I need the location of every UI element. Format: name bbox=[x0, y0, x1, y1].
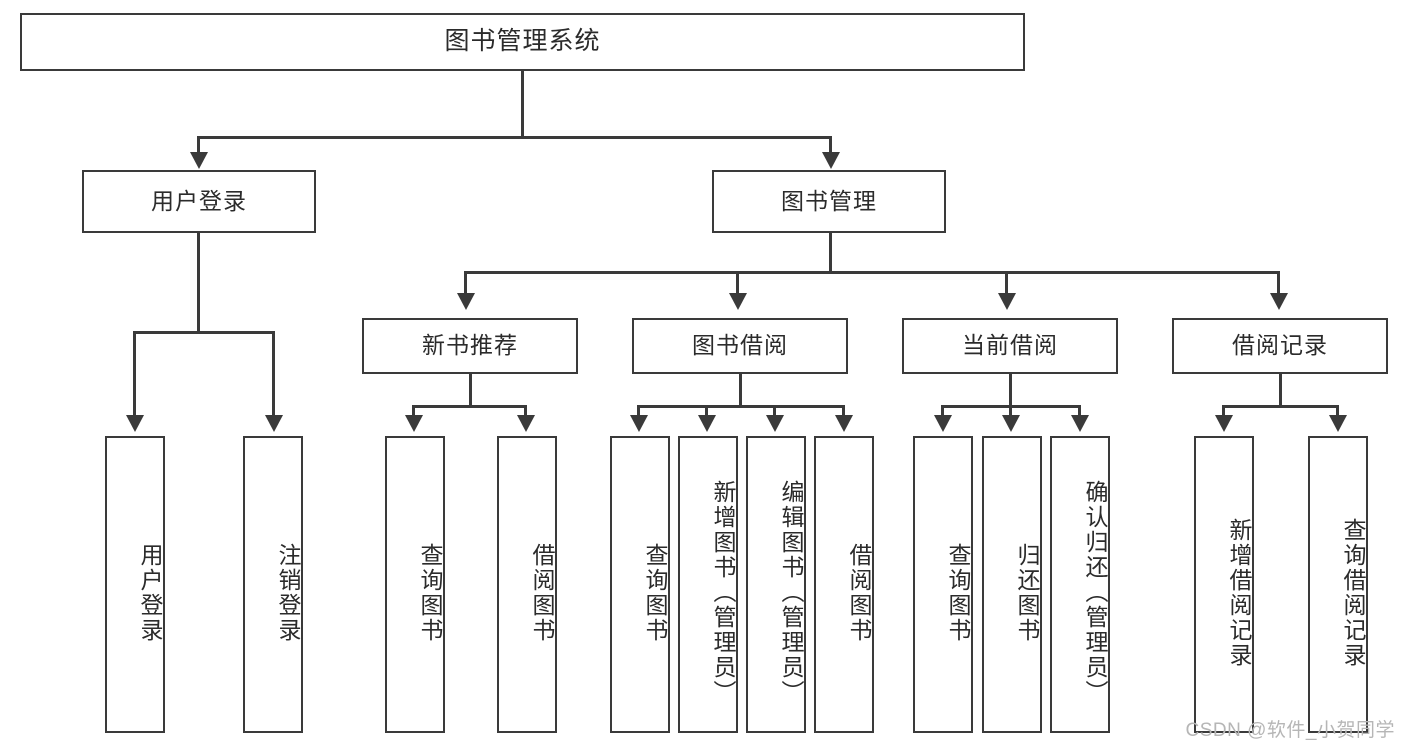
node-book-management[interactable]: 图书管理 bbox=[712, 170, 946, 233]
node-label: 注销登录 bbox=[275, 542, 301, 643]
node-label: 当前借阅 bbox=[962, 332, 1058, 359]
arrowhead-cb-leaf-3 bbox=[1071, 415, 1089, 432]
node-label: 查询图书 bbox=[945, 542, 971, 643]
arrowhead-book-borrow bbox=[729, 293, 747, 310]
leaf-query-book-recommend[interactable]: 查询图书 bbox=[385, 436, 445, 733]
node-label: 新书推荐 bbox=[422, 332, 518, 359]
connector-current-borrow-stem bbox=[1009, 374, 1012, 407]
node-label: 新增借阅记录 bbox=[1226, 517, 1252, 668]
node-current-borrow[interactable]: 当前借阅 bbox=[902, 318, 1118, 374]
connector-borrow-record-stem bbox=[1279, 374, 1282, 407]
connector-br-leaf-2 bbox=[1336, 405, 1339, 419]
node-label: 编辑图书（管理员） bbox=[778, 480, 804, 705]
connector-new-book-recommend-bus bbox=[412, 405, 527, 408]
connector-cb-leaf-1 bbox=[941, 405, 944, 419]
node-label: 图书借阅 bbox=[692, 332, 788, 359]
connector-book-borrow-stem bbox=[739, 374, 742, 407]
node-label: 查询图书 bbox=[642, 542, 668, 643]
connector-to-user-login bbox=[197, 136, 200, 156]
leaf-confirm-return-admin[interactable]: 确认归还（管理员） bbox=[1050, 436, 1110, 733]
arrowhead-user-login bbox=[190, 152, 208, 169]
node-label: 用户登录 bbox=[137, 542, 163, 643]
leaf-logout[interactable]: 注销登录 bbox=[243, 436, 303, 733]
connector-bb-leaf-2 bbox=[705, 405, 708, 419]
connector-to-book-borrow bbox=[736, 271, 739, 297]
node-borrow-record[interactable]: 借阅记录 bbox=[1172, 318, 1388, 374]
connector-to-book-management bbox=[829, 136, 832, 156]
connector-br-leaf-1 bbox=[1222, 405, 1225, 419]
leaf-query-borrow-record[interactable]: 查询借阅记录 bbox=[1308, 436, 1368, 733]
leaf-borrow-book-recommend[interactable]: 借阅图书 bbox=[497, 436, 557, 733]
connector-root-stem bbox=[521, 71, 524, 138]
node-book-borrow[interactable]: 图书借阅 bbox=[632, 318, 848, 374]
connector-to-current-borrow bbox=[1005, 271, 1008, 297]
arrowhead-br-leaf-2 bbox=[1329, 415, 1347, 432]
arrowhead-user-login-leaf-1 bbox=[126, 415, 144, 432]
connector-borrow-record-bus bbox=[1222, 405, 1339, 408]
node-label: 新增图书（管理员） bbox=[710, 480, 736, 705]
node-label: 归还图书 bbox=[1014, 542, 1040, 643]
csdn-watermark: CSDN @软件_小贺同学 bbox=[1185, 720, 1395, 741]
connector-cb-leaf-3 bbox=[1078, 405, 1081, 419]
arrowhead-cb-leaf-2 bbox=[1002, 415, 1020, 432]
connector-to-borrow-record bbox=[1277, 271, 1280, 297]
arrowhead-book-management bbox=[822, 152, 840, 169]
arrowhead-bb-leaf-3 bbox=[766, 415, 784, 432]
node-label: 查询借阅记录 bbox=[1340, 517, 1366, 668]
node-label: 查询图书 bbox=[417, 542, 443, 643]
connector-nbr-leaf-1 bbox=[412, 405, 415, 419]
node-label: 图书管理 bbox=[781, 187, 877, 214]
leaf-query-book-borrow[interactable]: 查询图书 bbox=[610, 436, 670, 733]
connector-user-login-stem bbox=[197, 233, 200, 333]
arrowhead-bb-leaf-1 bbox=[630, 415, 648, 432]
node-label: 借阅图书 bbox=[846, 542, 872, 643]
node-label: 用户登录 bbox=[151, 187, 247, 214]
leaf-add-borrow-record[interactable]: 新增借阅记录 bbox=[1194, 436, 1254, 733]
arrowhead-nbr-leaf-2 bbox=[517, 415, 535, 432]
arrowhead-bb-leaf-4 bbox=[835, 415, 853, 432]
connector-bb-leaf-3 bbox=[773, 405, 776, 419]
leaf-return-book[interactable]: 归还图书 bbox=[982, 436, 1042, 733]
connector-user-login-bus bbox=[133, 331, 275, 334]
node-book-management-system[interactable]: 图书管理系统 bbox=[20, 13, 1025, 71]
arrowhead-new-book-recommend bbox=[457, 293, 475, 310]
node-new-book-recommend[interactable]: 新书推荐 bbox=[362, 318, 578, 374]
connector-level2-bus bbox=[197, 136, 831, 139]
connector-level3-bus bbox=[464, 271, 1280, 274]
leaf-borrow-book[interactable]: 借阅图书 bbox=[814, 436, 874, 733]
node-user-login[interactable]: 用户登录 bbox=[82, 170, 316, 233]
arrowhead-bb-leaf-2 bbox=[698, 415, 716, 432]
arrowhead-br-leaf-1 bbox=[1215, 415, 1233, 432]
leaf-user-login[interactable]: 用户登录 bbox=[105, 436, 165, 733]
connector-bb-leaf-1 bbox=[637, 405, 640, 419]
connector-user-login-leaf-1 bbox=[133, 331, 136, 419]
arrowhead-nbr-leaf-1 bbox=[405, 415, 423, 432]
connector-to-new-book-recommend bbox=[464, 271, 467, 297]
node-label: 图书管理系统 bbox=[444, 27, 601, 56]
leaf-add-book-admin[interactable]: 新增图书（管理员） bbox=[678, 436, 738, 733]
connector-user-login-leaf-2 bbox=[272, 331, 275, 419]
arrowhead-cb-leaf-1 bbox=[934, 415, 952, 432]
node-label: 借阅记录 bbox=[1232, 332, 1328, 359]
node-label: 借阅图书 bbox=[529, 542, 555, 643]
leaf-edit-book-admin[interactable]: 编辑图书（管理员） bbox=[746, 436, 806, 733]
node-label: 确认归还（管理员） bbox=[1082, 480, 1108, 705]
connector-cb-leaf-2 bbox=[1009, 405, 1012, 419]
leaf-query-book-current[interactable]: 查询图书 bbox=[913, 436, 973, 733]
arrowhead-user-login-leaf-2 bbox=[265, 415, 283, 432]
connector-nbr-leaf-2 bbox=[524, 405, 527, 419]
connector-new-book-recommend-stem bbox=[469, 374, 472, 407]
connector-book-management-stem bbox=[829, 233, 832, 273]
arrowhead-borrow-record bbox=[1270, 293, 1288, 310]
connector-bb-leaf-4 bbox=[842, 405, 845, 419]
connector-book-borrow-bus bbox=[637, 405, 845, 408]
arrowhead-current-borrow bbox=[998, 293, 1016, 310]
